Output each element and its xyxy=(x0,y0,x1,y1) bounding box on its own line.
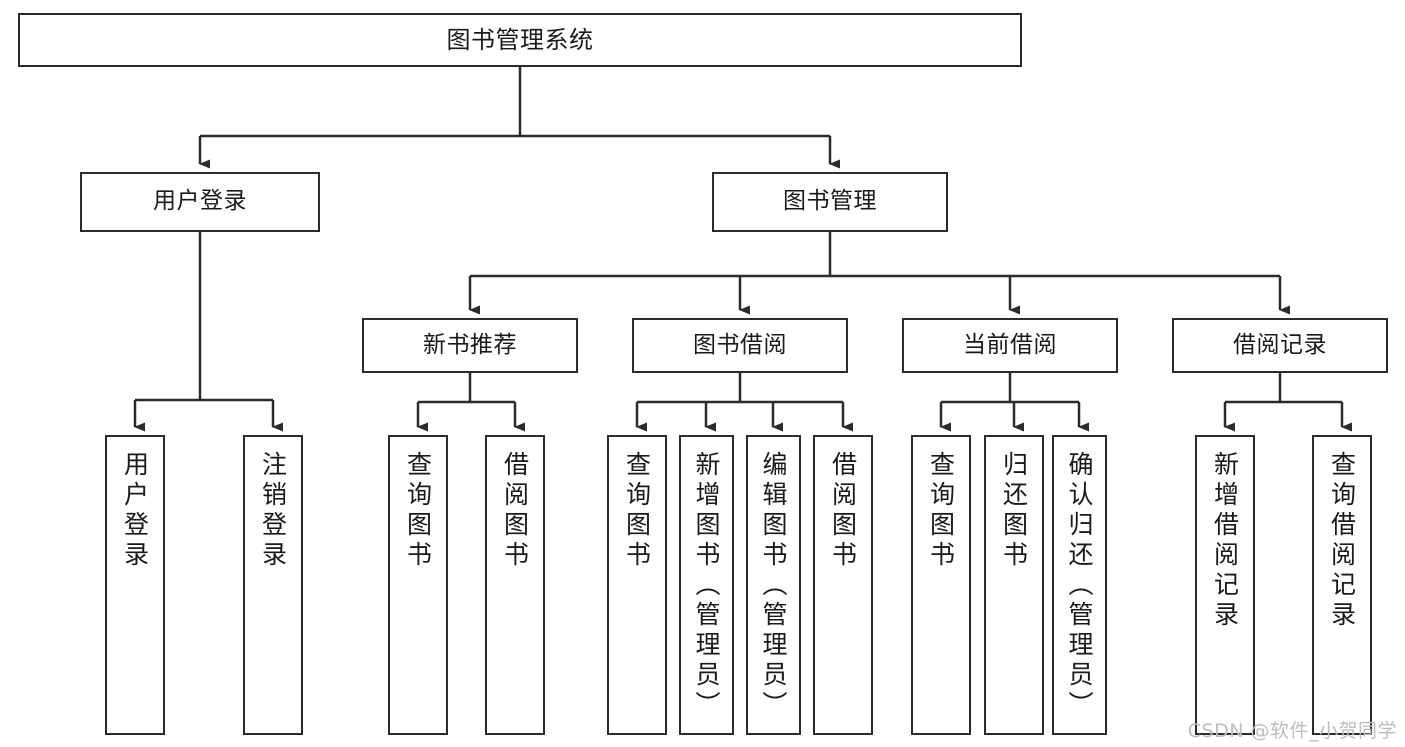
node-current-borrowing[interactable]: 当前借阅 xyxy=(902,318,1118,373)
node-label: 新增图书（管理员） xyxy=(692,451,721,721)
leaf-confirm-return-admin[interactable]: 确认归还（管理员） xyxy=(1052,435,1107,735)
leaf-query-books-borrowing[interactable]: 查询图书 xyxy=(607,435,667,735)
node-label: 注销登录 xyxy=(258,451,288,571)
node-label: 用户登录 xyxy=(120,451,150,571)
node-label: 新书推荐 xyxy=(423,331,517,358)
node-borrowing-record[interactable]: 借阅记录 xyxy=(1172,318,1388,373)
node-root-book-management-system[interactable]: 图书管理系统 xyxy=(18,13,1022,67)
leaf-user-login[interactable]: 用户登录 xyxy=(105,435,165,735)
node-label: 图书管理系统 xyxy=(446,25,594,54)
leaf-query-books-new-book[interactable]: 查询图书 xyxy=(388,435,448,735)
node-label: 归还图书 xyxy=(999,451,1029,571)
csdn-watermark: CSDN @软件_小贺同学 xyxy=(1187,720,1397,742)
node-label: 查询借阅记录 xyxy=(1327,451,1357,631)
node-label: 查询图书 xyxy=(926,451,956,571)
leaf-return-books[interactable]: 归还图书 xyxy=(984,435,1044,735)
node-label: 查询图书 xyxy=(403,451,433,571)
node-label: 新增借阅记录 xyxy=(1210,451,1240,631)
node-label: 查询图书 xyxy=(622,451,652,571)
node-user-login[interactable]: 用户登录 xyxy=(80,172,320,232)
leaf-borrow-books-borrowing[interactable]: 借阅图书 xyxy=(813,435,873,735)
leaf-edit-book-admin[interactable]: 编辑图书（管理员） xyxy=(746,435,801,735)
node-label: 当前借阅 xyxy=(963,331,1057,358)
node-label: 借阅图书 xyxy=(500,451,530,571)
leaf-query-borrowing-record[interactable]: 查询借阅记录 xyxy=(1312,435,1372,735)
node-book-management[interactable]: 图书管理 xyxy=(712,172,948,232)
leaf-logout[interactable]: 注销登录 xyxy=(243,435,303,735)
node-label: 编辑图书（管理员） xyxy=(759,451,788,721)
node-label: 图书借阅 xyxy=(693,331,787,358)
leaf-borrow-books-new-book[interactable]: 借阅图书 xyxy=(485,435,545,735)
leaf-add-book-admin[interactable]: 新增图书（管理员） xyxy=(679,435,734,735)
node-label: 用户登录 xyxy=(153,188,247,215)
node-new-book-recommendation[interactable]: 新书推荐 xyxy=(362,318,578,373)
node-label: 图书管理 xyxy=(783,188,877,215)
leaf-query-books-current[interactable]: 查询图书 xyxy=(911,435,971,735)
node-label: 确认归还（管理员） xyxy=(1065,451,1094,721)
leaf-add-borrowing-record[interactable]: 新增借阅记录 xyxy=(1195,435,1255,735)
node-book-borrowing[interactable]: 图书借阅 xyxy=(632,318,848,373)
node-label: 借阅记录 xyxy=(1233,331,1327,358)
node-label: 借阅图书 xyxy=(828,451,858,571)
